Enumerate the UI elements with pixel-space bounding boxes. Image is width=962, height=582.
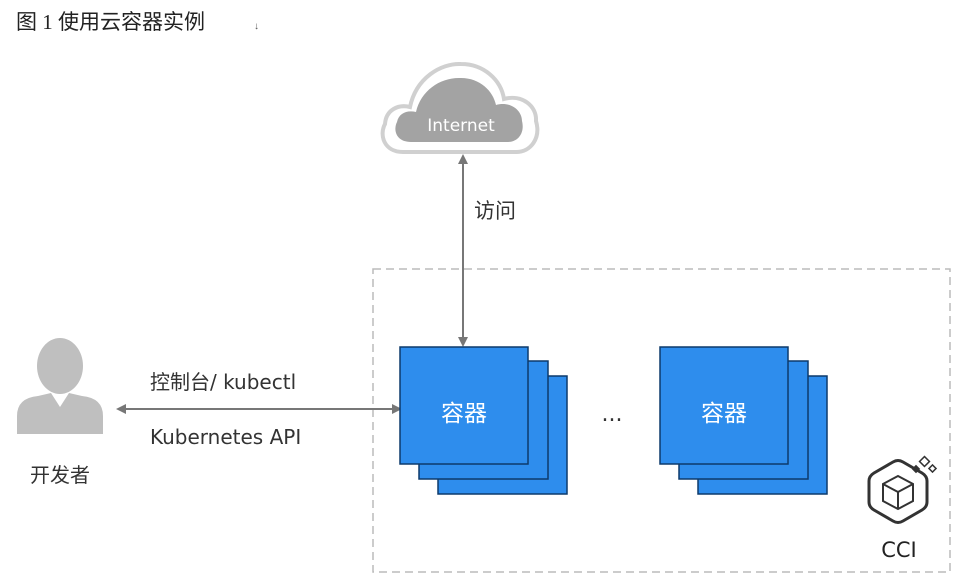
caption-mark: ↓ xyxy=(254,21,259,32)
container-stack-2 xyxy=(659,346,828,495)
figure-caption: 图 1 使用云容器实例 xyxy=(16,10,205,34)
internet-label: Internet xyxy=(427,116,495,136)
developer-person-icon xyxy=(17,338,103,434)
kubernetes-api-label: Kubernetes API xyxy=(150,425,301,449)
container-label-1: 容器 xyxy=(441,401,487,427)
container-label-2: 容器 xyxy=(701,401,747,427)
cci-boundary xyxy=(372,268,951,573)
container-stack-1 xyxy=(399,346,568,495)
cci-label: CCI xyxy=(881,538,917,562)
internet-cloud-icon xyxy=(380,61,540,154)
console-kubectl-label: 控制台/ kubectl xyxy=(150,370,296,394)
ellipsis: ... xyxy=(602,402,623,427)
cci-cube-icon xyxy=(867,455,938,524)
access-label: 访问 xyxy=(474,199,516,223)
developer-label: 开发者 xyxy=(30,463,90,487)
